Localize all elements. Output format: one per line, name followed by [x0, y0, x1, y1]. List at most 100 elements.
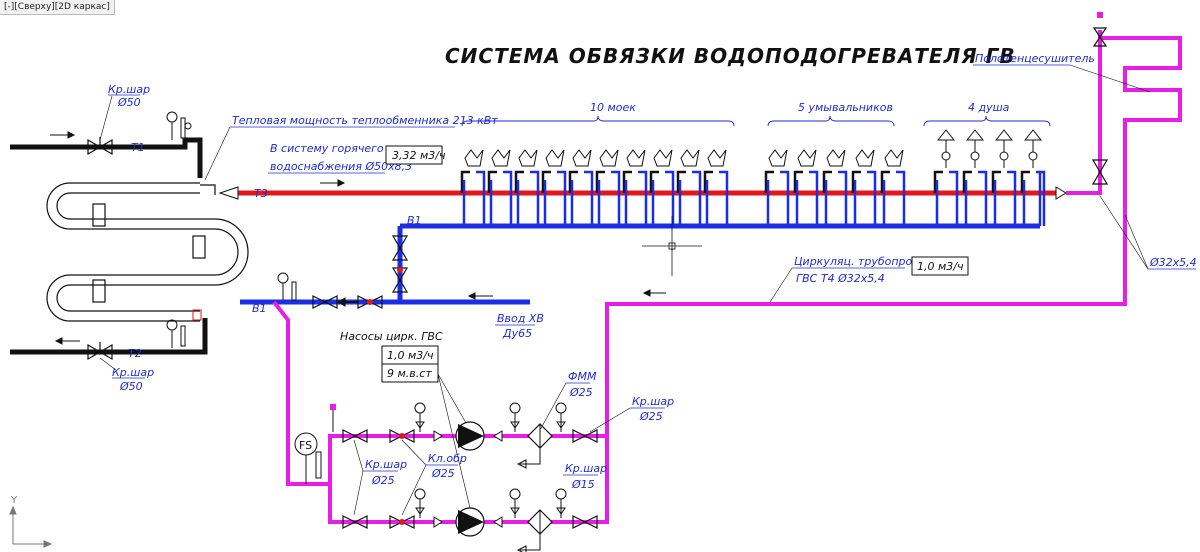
- flow-arrows-heating: [50, 131, 80, 345]
- svg-text:Тепловая мощность теплообменни: Тепловая мощность теплообменника 213 кВт: [232, 114, 498, 127]
- label-group-washbasins: 5 умывальников: [798, 101, 893, 114]
- svg-text:В систему горячего: В систему горячего: [270, 142, 384, 155]
- sink-fixture: [514, 149, 540, 226]
- towel-dryer-valve: [1091, 12, 1109, 185]
- washbasin-fixture: [880, 149, 906, 226]
- svg-text:Кр.шар: Кр.шар: [112, 366, 154, 379]
- pump-rows: [342, 402, 598, 552]
- label-t2: T2: [128, 347, 142, 360]
- heat-exchanger: [46, 182, 249, 322]
- shower-fixture: [1020, 129, 1046, 226]
- label-group-sinks: 10 моек: [590, 101, 636, 114]
- svg-text:1,0 м3/ч: 1,0 м3/ч: [387, 349, 434, 362]
- flow-circ-box: 1,0 м3/ч: [911, 256, 969, 276]
- label-valve-bottom-left: Кр.шар Ø50: [99, 357, 154, 393]
- label-heat-power: Тепловая мощность теплообменника 213 кВт: [204, 114, 498, 181]
- label-hot-supply: В систему горячего водоснабжения Ø50х8,3: [268, 142, 412, 174]
- sink-fixture: [649, 149, 675, 226]
- svg-text:Полотенцесушитель: Полотенцесушитель: [975, 52, 1095, 65]
- label-t1: T1: [131, 141, 145, 154]
- svg-text:Ø50: Ø50: [119, 380, 143, 393]
- hot-nozzle: [218, 186, 239, 200]
- flow-arrow-cold-input: [467, 292, 493, 300]
- svg-text:Ø15: Ø15: [571, 478, 595, 491]
- sink-fixture: [622, 149, 648, 226]
- ball-valve-t2: [87, 342, 113, 361]
- label-check-valve: Кл.обр Ø25: [401, 439, 467, 516]
- sink-fixture: [460, 149, 486, 226]
- brace-sinks: [461, 115, 735, 127]
- svg-text:Ø25: Ø25: [639, 410, 663, 423]
- washbasin-fixture: [764, 149, 790, 226]
- svg-text:Кл.обр: Кл.обр: [428, 452, 467, 465]
- gauge-thermometer-bottom: [166, 309, 202, 348]
- svg-text:Ø25: Ø25: [569, 386, 593, 399]
- label-circulation-pipe: Циркуляц. трубопровод ГВС Т4 Ø32х5,4: [769, 255, 933, 303]
- svg-text:Циркуляц. трубопровод: Циркуляц. трубопровод: [794, 255, 933, 268]
- svg-text:Ø32х5,4: Ø32х5,4: [1149, 256, 1197, 269]
- diagram-title: СИСТЕМА ОБВЯЗКИ ВОДОПОДОГРЕВАТЕЛЯ ГВ: [445, 44, 1016, 68]
- cad-crosshair: [642, 216, 702, 276]
- ucs-icon: [9, 505, 53, 548]
- svg-text:Ø25: Ø25: [371, 474, 395, 487]
- svg-text:1,0 м3/ч: 1,0 м3/ч: [917, 260, 964, 273]
- label-pumps-title: Насосы цирк. ГВС: [340, 330, 443, 343]
- label-fmm: ФММ Ø25: [539, 370, 597, 431]
- label-b1-left: B1: [252, 302, 267, 315]
- label-fs: FS: [299, 439, 312, 452]
- svg-text:9 м.в.ст: 9 м.в.ст: [387, 367, 432, 380]
- pump-row-2: [342, 488, 598, 552]
- viewport-tab[interactable]: [-][Сверху][2D каркас]: [0, 0, 115, 15]
- label-valve-right: Кр.шар Ø25: [589, 395, 674, 433]
- air-vent: [330, 404, 336, 432]
- sink-fixture: [541, 149, 567, 226]
- label-towel-dryer: Полотенцесушитель: [973, 52, 1151, 93]
- flow-arrow-cold-pumps: [336, 297, 358, 307]
- hot-outlet-arrow: [1055, 186, 1067, 200]
- ball-valve-t1: [87, 137, 113, 156]
- label-axis-y: Y: [10, 495, 18, 506]
- shower-fixture: [933, 129, 959, 226]
- brace-washbasins: [767, 115, 895, 127]
- svg-text:водоснабжения Ø50х8,3: водоснабжения Ø50х8,3: [270, 160, 412, 173]
- svg-text:Ø25: Ø25: [431, 467, 455, 480]
- pump-row-1: [342, 402, 598, 469]
- ball-valve-cold-vertical: [391, 235, 409, 293]
- gauge-thermometer-top: [166, 111, 192, 140]
- gauge-cold: [277, 272, 297, 301]
- flow-arrow-hot: [320, 179, 346, 187]
- svg-text:Ø50: Ø50: [117, 96, 141, 109]
- flow-arrow-circ: [642, 289, 666, 297]
- flow-switch: [294, 432, 322, 484]
- label-t3: T3: [254, 187, 268, 200]
- washbasin-fixture: [822, 149, 848, 226]
- svg-text:ФММ: ФММ: [568, 370, 597, 383]
- flow-hot-box: 3,32 м3/ч: [385, 145, 446, 165]
- label-group-showers: 4 душа: [968, 101, 1010, 114]
- pump-spec-box: 1,0 м3/ч 9 м.в.ст: [381, 345, 471, 509]
- svg-text:Ду65: Ду65: [502, 327, 532, 340]
- label-pipe-size-right: Ø32х5,4: [1099, 195, 1197, 270]
- sink-fixture: [703, 149, 729, 226]
- washbasin-fixture: [851, 149, 877, 226]
- label-cold-input: Ввод ХВ Ду65: [495, 312, 544, 340]
- svg-text:ГВС Т4 Ø32х5,4: ГВС Т4 Ø32х5,4: [796, 272, 885, 285]
- label-b1-top: B1: [407, 214, 422, 227]
- svg-text:Кр.шар: Кр.шар: [565, 462, 607, 475]
- shower-fixture: [991, 129, 1017, 226]
- label-valve-pump-left: Кр.шар Ø25: [353, 439, 407, 516]
- svg-text:Кр.шар: Кр.шар: [632, 395, 674, 408]
- sink-fixture: [568, 149, 594, 226]
- label-valve-top-left: Кр.шар Ø50: [99, 83, 150, 141]
- sink-fixture: [487, 149, 513, 226]
- svg-text:Кр.шар: Кр.шар: [108, 83, 150, 96]
- sink-fixture: [595, 149, 621, 226]
- label-valve-drain: Кр.шар Ø15: [563, 462, 607, 491]
- brace-showers: [923, 115, 1051, 127]
- heating-pipes: [10, 137, 208, 355]
- svg-text:Кр.шар: Кр.шар: [365, 458, 407, 471]
- svg-text:Ввод ХВ: Ввод ХВ: [497, 312, 544, 325]
- svg-text:3,32 м3/ч: 3,32 м3/ч: [392, 149, 446, 162]
- cold-pipes: [240, 223, 1040, 305]
